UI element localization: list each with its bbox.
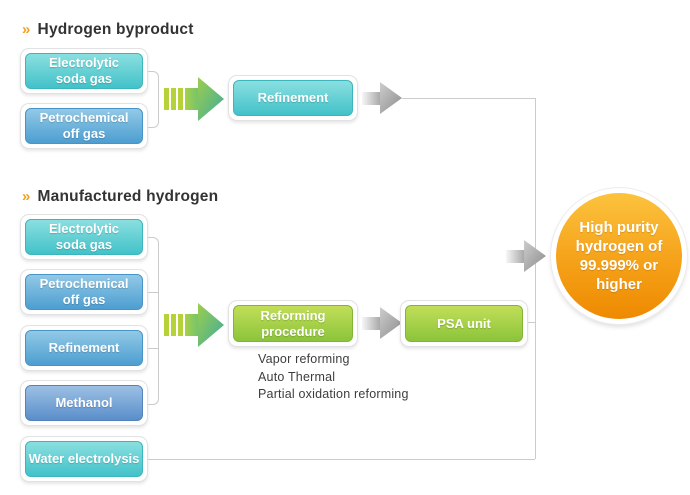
result-label: hydrogen of [575,238,663,255]
box-water-electrolysis: Water electrolysis [20,436,148,482]
reforming-method-item: Auto Thermal [258,369,336,384]
connector-line-psa-output [528,322,535,323]
box-label: procedure [261,323,325,339]
result-label: 99.999% or [579,257,659,274]
result-circle-high-purity-hydrogen: High purity hydrogen of 99.999% or highe… [551,188,687,324]
box-label: Petrochemical [39,276,129,291]
box-label: Electrolytic [48,221,120,236]
box-refinement-manufactured-body: Refinement [25,330,143,366]
flow-arrow-gray-icon [362,82,402,114]
box-petrochemical-off-gas-manufactured-body: Petrochemical off gas [25,274,143,310]
flow-arrow-gray-icon [506,240,546,272]
box-reforming-procedure: Reforming procedure [228,300,358,347]
connector-stub-petrochemical [148,292,158,293]
box-reforming-procedure-body: Reforming procedure [233,305,353,342]
box-water-electrolysis-body: Water electrolysis [25,441,143,477]
section-heading-manufactured: » Manufactured hydrogen [22,188,218,206]
box-label: soda gas [55,71,113,86]
connector-line-byproduct-output [402,98,535,99]
box-electrolytic-soda-gas-manufactured-body: Electrolytic soda gas [25,219,143,255]
connector-line-water-electrolysis-output [148,459,535,460]
chevron-bullet-icon: » [22,21,31,38]
reforming-method-item: Partial oxidation reforming [258,387,409,401]
connector-bracket-byproduct [148,71,159,128]
result-label: High purity [579,219,659,236]
box-petrochemical-off-gas-manufactured: Petrochemical off gas [20,269,148,315]
chevron-bullet-icon: » [22,188,31,205]
section-heading-byproduct: » Hydrogen byproduct [22,21,194,39]
box-label: Refinement [48,340,120,355]
box-electrolytic-soda-gas-byproduct: Electrolytic soda gas [20,48,148,94]
reforming-methods-list: Vapor reforming Auto Thermal Partial oxi… [258,351,409,404]
box-label: Refinement [257,90,329,105]
box-label: Water electrolysis [28,451,140,466]
result-circle-body: High purity hydrogen of 99.999% or highe… [556,193,682,319]
box-petrochemical-off-gas-byproduct-body: Petrochemical off gas [25,108,143,144]
box-psa-unit: PSA unit [400,300,528,347]
box-label: Electrolytic [48,55,120,70]
box-petrochemical-off-gas-byproduct: Petrochemical off gas [20,103,148,149]
flow-arrow-green-icon [164,77,224,121]
box-psa-unit-body: PSA unit [405,305,523,342]
connector-bracket-manufactured [148,237,159,405]
box-methanol: Methanol [20,380,148,426]
reforming-method-item: Vapor reforming [258,352,350,366]
flow-arrow-gray-icon [362,307,402,339]
box-refinement-manufactured: Refinement [20,325,148,371]
box-methanol-body: Methanol [25,385,143,421]
box-label: off gas [62,126,106,141]
box-refinement-byproduct-body: Refinement [233,80,353,116]
connector-stub-refinement [148,348,158,349]
section-heading-manufactured-label: Manufactured hydrogen [37,188,219,205]
box-label: soda gas [55,237,113,252]
box-label: Reforming [260,307,326,323]
box-label: PSA unit [437,315,491,331]
box-label: Petrochemical [39,110,129,125]
box-label: off gas [62,292,106,307]
connector-rail-right [535,98,536,459]
flow-arrow-green-icon [164,303,224,347]
box-electrolytic-soda-gas-byproduct-body: Electrolytic soda gas [25,53,143,89]
box-electrolytic-soda-gas-manufactured: Electrolytic soda gas [20,214,148,260]
box-refinement-byproduct: Refinement [228,75,358,121]
result-label: higher [596,276,642,293]
section-heading-byproduct-label: Hydrogen byproduct [37,21,194,38]
box-label: Methanol [55,395,113,410]
